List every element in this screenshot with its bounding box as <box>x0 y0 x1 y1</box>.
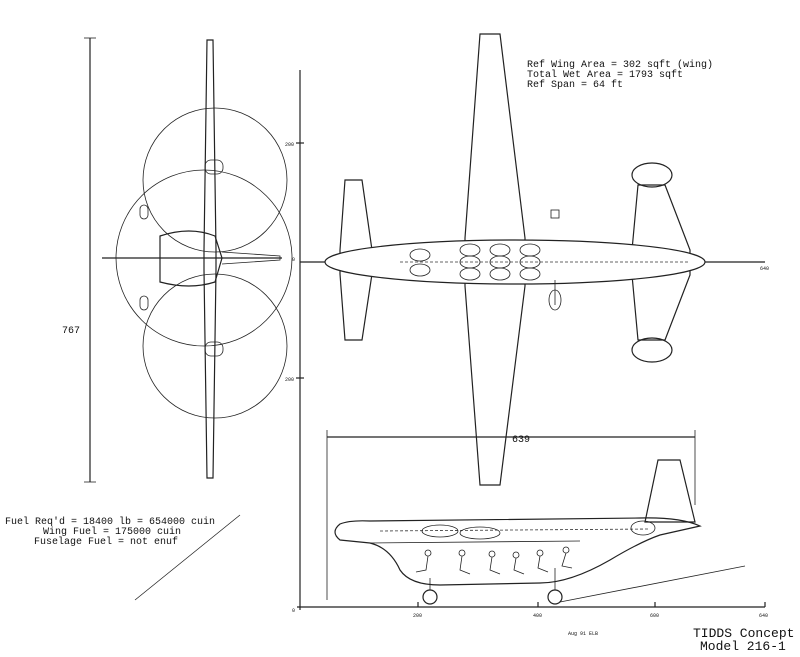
front-wing <box>203 39 217 479</box>
side-fuselage <box>334 517 702 586</box>
length-dimension: 639 <box>326 430 696 600</box>
tick-label: 200 <box>285 377 294 383</box>
tick-label: 600 <box>650 613 659 619</box>
fuselage-fuel: Fuselage Fuel = not enuf <box>34 536 178 548</box>
specs-note: Ref Wing Area = 302 sqft (wing) Total We… <box>527 59 713 91</box>
axes: 200 0 200 0 200 400 600 640 <box>285 70 768 619</box>
date-initials: Aug 91 ELB <box>568 631 598 637</box>
side-view <box>334 459 746 605</box>
fuel-note: Fuel Req'd = 18400 lb = 654000 cuin Wing… <box>5 516 215 548</box>
rear-wheel <box>547 589 563 605</box>
rotor-disc-top <box>142 107 288 253</box>
fuel-required: Fuel Req'd = 18400 lb = 654000 cuin <box>5 516 215 528</box>
top-view: 640 <box>300 33 769 486</box>
height-dimension-label: 767 <box>62 326 80 337</box>
tick-label: 200 <box>285 142 294 148</box>
ground-line <box>559 565 746 603</box>
vertical-tail <box>644 459 696 523</box>
diagonal-line <box>134 514 241 601</box>
spec-span: Ref Span = 64 ft <box>527 79 623 91</box>
rotor-disc-bottom <box>142 273 288 419</box>
length-dimension-label: 639 <box>512 435 530 446</box>
spec-wet-area: Total Wet Area = 1793 sqft <box>527 69 683 81</box>
tick-label: 640 <box>760 266 769 272</box>
front-view: 767 <box>62 37 293 483</box>
tick-label: 400 <box>533 613 542 619</box>
tick-label: 640 <box>759 613 768 619</box>
front-fuselage <box>159 230 223 287</box>
front-wheel <box>422 589 438 605</box>
model-number: Model 216-1 <box>700 639 786 654</box>
spec-wing-area: Ref Wing Area = 302 sqft (wing) <box>527 59 713 71</box>
tick-label: 0 <box>292 257 295 263</box>
wing-fuel: Wing Fuel = 175000 cuin <box>43 526 181 538</box>
tick-label: 200 <box>413 613 422 619</box>
tick-label: 0 <box>292 608 295 614</box>
drawing-title: TIDDS Concept <box>693 626 794 641</box>
